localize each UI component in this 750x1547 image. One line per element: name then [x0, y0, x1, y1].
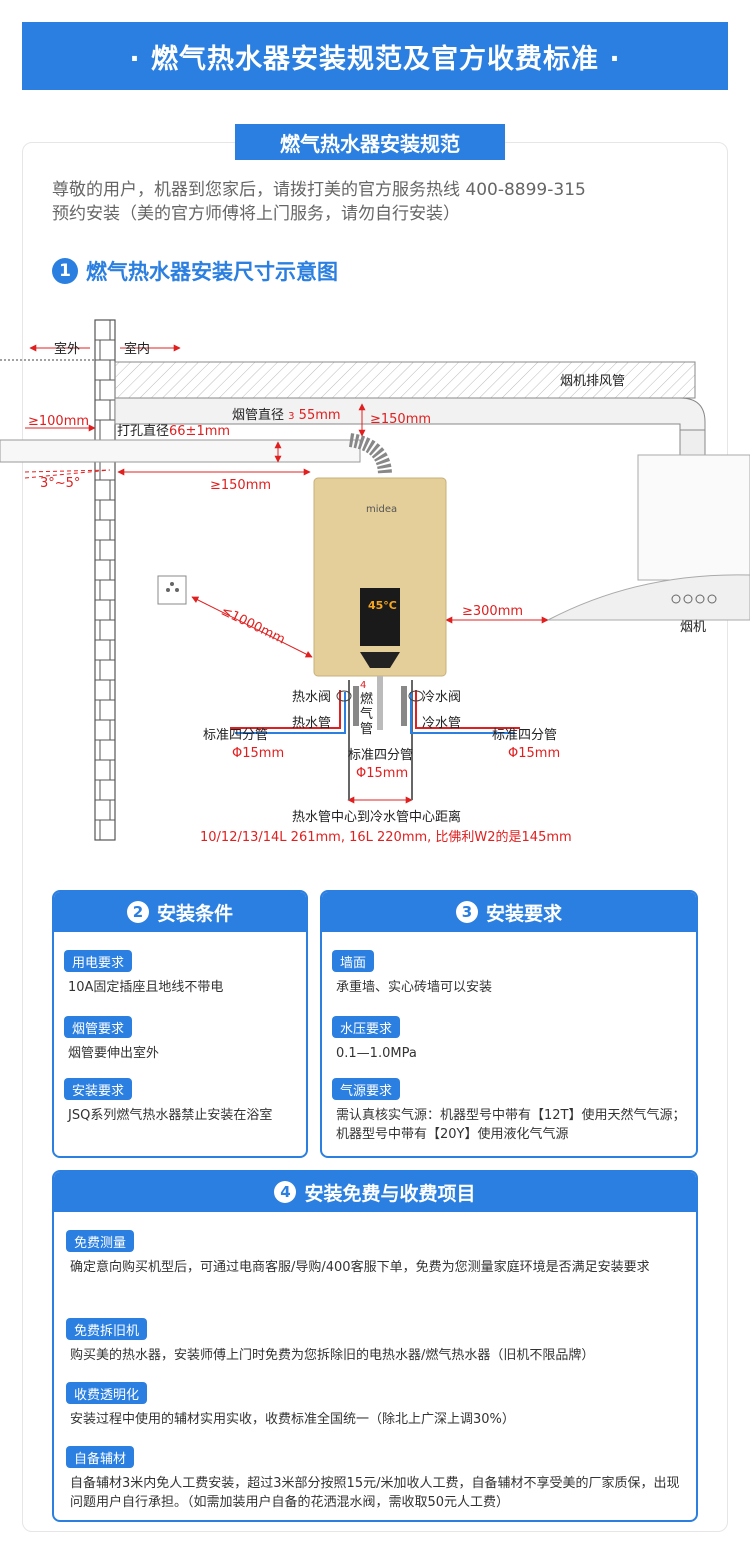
intro-line-2: 预约安装（美的官方师傅将上门服务，请勿自行安装）	[52, 204, 460, 224]
flue-diameter-label: 烟管直径	[232, 408, 285, 423]
label-inside: 室内	[124, 342, 151, 357]
range-hood	[637, 454, 750, 581]
flue-diameter-num: 3	[288, 411, 295, 422]
section4-tag-materials: 自备辅材	[66, 1446, 135, 1468]
section2-header: 2 安装条件	[54, 892, 306, 932]
section3-text-wall: 承重墙、实心砖墙可以安装	[336, 980, 493, 995]
section4-tag-removal: 免费拆旧机	[66, 1318, 148, 1340]
section2-box: 2 安装条件 用电要求 10A固定插座且地线不带电 烟管要求 烟管要伸出室外 安…	[52, 890, 308, 1158]
section4-text-measure: 确定意向购买机型后，可通过电商客服/导购/400客服下单，免费为您测量家庭环境是…	[70, 1260, 650, 1275]
label-cold-pipe: 冷水管	[422, 716, 462, 731]
label-cold-valve: 冷水阀	[422, 690, 462, 705]
label-std-left-d: Φ15mm	[232, 746, 285, 761]
section4-title: 安装免费与收费项目	[304, 1182, 476, 1205]
intro-line-1: 尊敬的用户，机器到您家后，请拨打美的官方服务热线 400-8899-315	[52, 180, 586, 200]
install-diagram: 室外 室内 烟机排风管 ≥100mm 烟管直径 3 55mm ≥150mm 打孔…	[0, 300, 750, 860]
section4-number: 4	[274, 1181, 297, 1203]
ceiling	[114, 361, 696, 399]
section2-text-power: 10A固定插座且地线不带电	[68, 980, 224, 995]
section3-box: 3 安装要求 墙面 承重墙、实心砖墙可以安装 水压要求 0.1—1.0MPa 气…	[320, 890, 698, 1158]
label-std-left: 标准四分管	[203, 728, 269, 743]
section3-header: 3 安装要求	[322, 892, 696, 932]
label-hood: 烟机	[680, 620, 707, 635]
label-slope: 3°~5°	[40, 476, 81, 491]
section4-box: 4 安装免费与收费项目 免费测量 确定意向购买机型后，可通过电商客服/导购/40…	[52, 1170, 698, 1522]
section2-tag-flue: 烟管要求	[64, 1016, 133, 1038]
label-hood-pipe: 烟机排风管	[560, 374, 626, 389]
intro-text: 尊敬的用户，机器到您家后，请拨打美的官方服务热线 400-8899-315 预约…	[52, 178, 712, 226]
section3-title: 安装要求	[485, 902, 562, 925]
section3-number: 3	[455, 901, 478, 923]
section3-text-gas: 需认真核实气源：机器型号中带有【12T】使用天然气气源；机器型号中带有【20Y】…	[336, 1108, 686, 1142]
flue-diameter-value: 55mm	[298, 408, 341, 423]
page-banner: · 燃气热水器安装规范及官方收费标准 ·	[22, 22, 728, 90]
section2-tag-install: 安装要求	[64, 1078, 133, 1100]
diagram-drawing	[0, 319, 750, 841]
section1-label: 燃气热水器安装尺寸示意图	[86, 260, 338, 284]
label-gap-150: ≥150mm	[210, 478, 272, 493]
section3-text-pressure: 0.1—1.0MPa	[336, 1046, 417, 1061]
section4-text-removal: 购买美的热水器，安装师傅上门时免费为您拆除旧的电热水器/燃气热水器（旧机不限品牌…	[70, 1348, 595, 1363]
section1-number: 1	[52, 258, 78, 284]
label-hot-valve: 热水阀	[292, 690, 332, 705]
label-gap-300: ≥300mm	[462, 604, 524, 619]
section3-tag-gas: 气源要求	[332, 1078, 401, 1100]
section4-tag-transparent: 收费透明化	[66, 1382, 148, 1404]
section1-title: 1 燃气热水器安装尺寸示意图	[52, 256, 338, 286]
label-gap-left: ≥100mm	[28, 414, 90, 429]
label-flue-diameter: 烟管直径 3 55mm	[232, 408, 341, 425]
heater-brand-logo: midea	[366, 504, 398, 515]
section2-text-install: JSQ系列燃气热水器禁止安装在浴室	[68, 1108, 273, 1123]
section3-tag-wall: 墙面	[332, 950, 375, 972]
subtitle: 燃气热水器安装规范	[235, 124, 505, 160]
label-gas-pipe: 燃气管	[360, 692, 374, 737]
label-hole: 打孔直径66±1mm	[117, 424, 230, 440]
label-std-mid: 标准四分管	[348, 748, 414, 763]
section2-text-flue: 烟管要伸出室外	[68, 1046, 160, 1061]
section2-tag-power: 用电要求	[64, 950, 133, 972]
socket-icon	[157, 575, 187, 605]
label-gas-num: 4	[360, 680, 367, 691]
label-std-mid-d: Φ15mm	[356, 766, 409, 781]
section4-text-transparent: 安装过程中使用的辅材实用实收，收费标准全国统一（除北上广深上调30%）	[70, 1412, 515, 1427]
label-std-right-d: Φ15mm	[508, 746, 561, 761]
hole-label: 打孔直径	[117, 424, 170, 439]
hole-value: 66±1mm	[169, 424, 231, 439]
label-outside: 室外	[54, 342, 81, 357]
label-center-dist: 热水管中心到冷水管中心距离	[292, 810, 462, 825]
section3-tag-pressure: 水压要求	[332, 1016, 401, 1038]
section4-text-materials: 自备辅材3米内免人工费安装，超过3米部分按照15元/米加收人工费，自备辅材不享受…	[70, 1476, 680, 1510]
label-std-right: 标准四分管	[492, 728, 558, 743]
section2-number: 2	[126, 901, 149, 923]
label-center-values: 10/12/13/14L 261mm, 16L 220mm, 比佛利W2的是14…	[200, 830, 572, 845]
label-hot-pipe: 热水管	[292, 716, 332, 731]
section2-title: 安装条件	[156, 902, 233, 925]
label-gap-top: ≥150mm	[370, 412, 432, 427]
section4-tag-measure: 免费测量	[66, 1230, 135, 1252]
section4-header: 4 安装免费与收费项目	[54, 1172, 696, 1212]
heater-display: 45°C	[368, 599, 397, 612]
